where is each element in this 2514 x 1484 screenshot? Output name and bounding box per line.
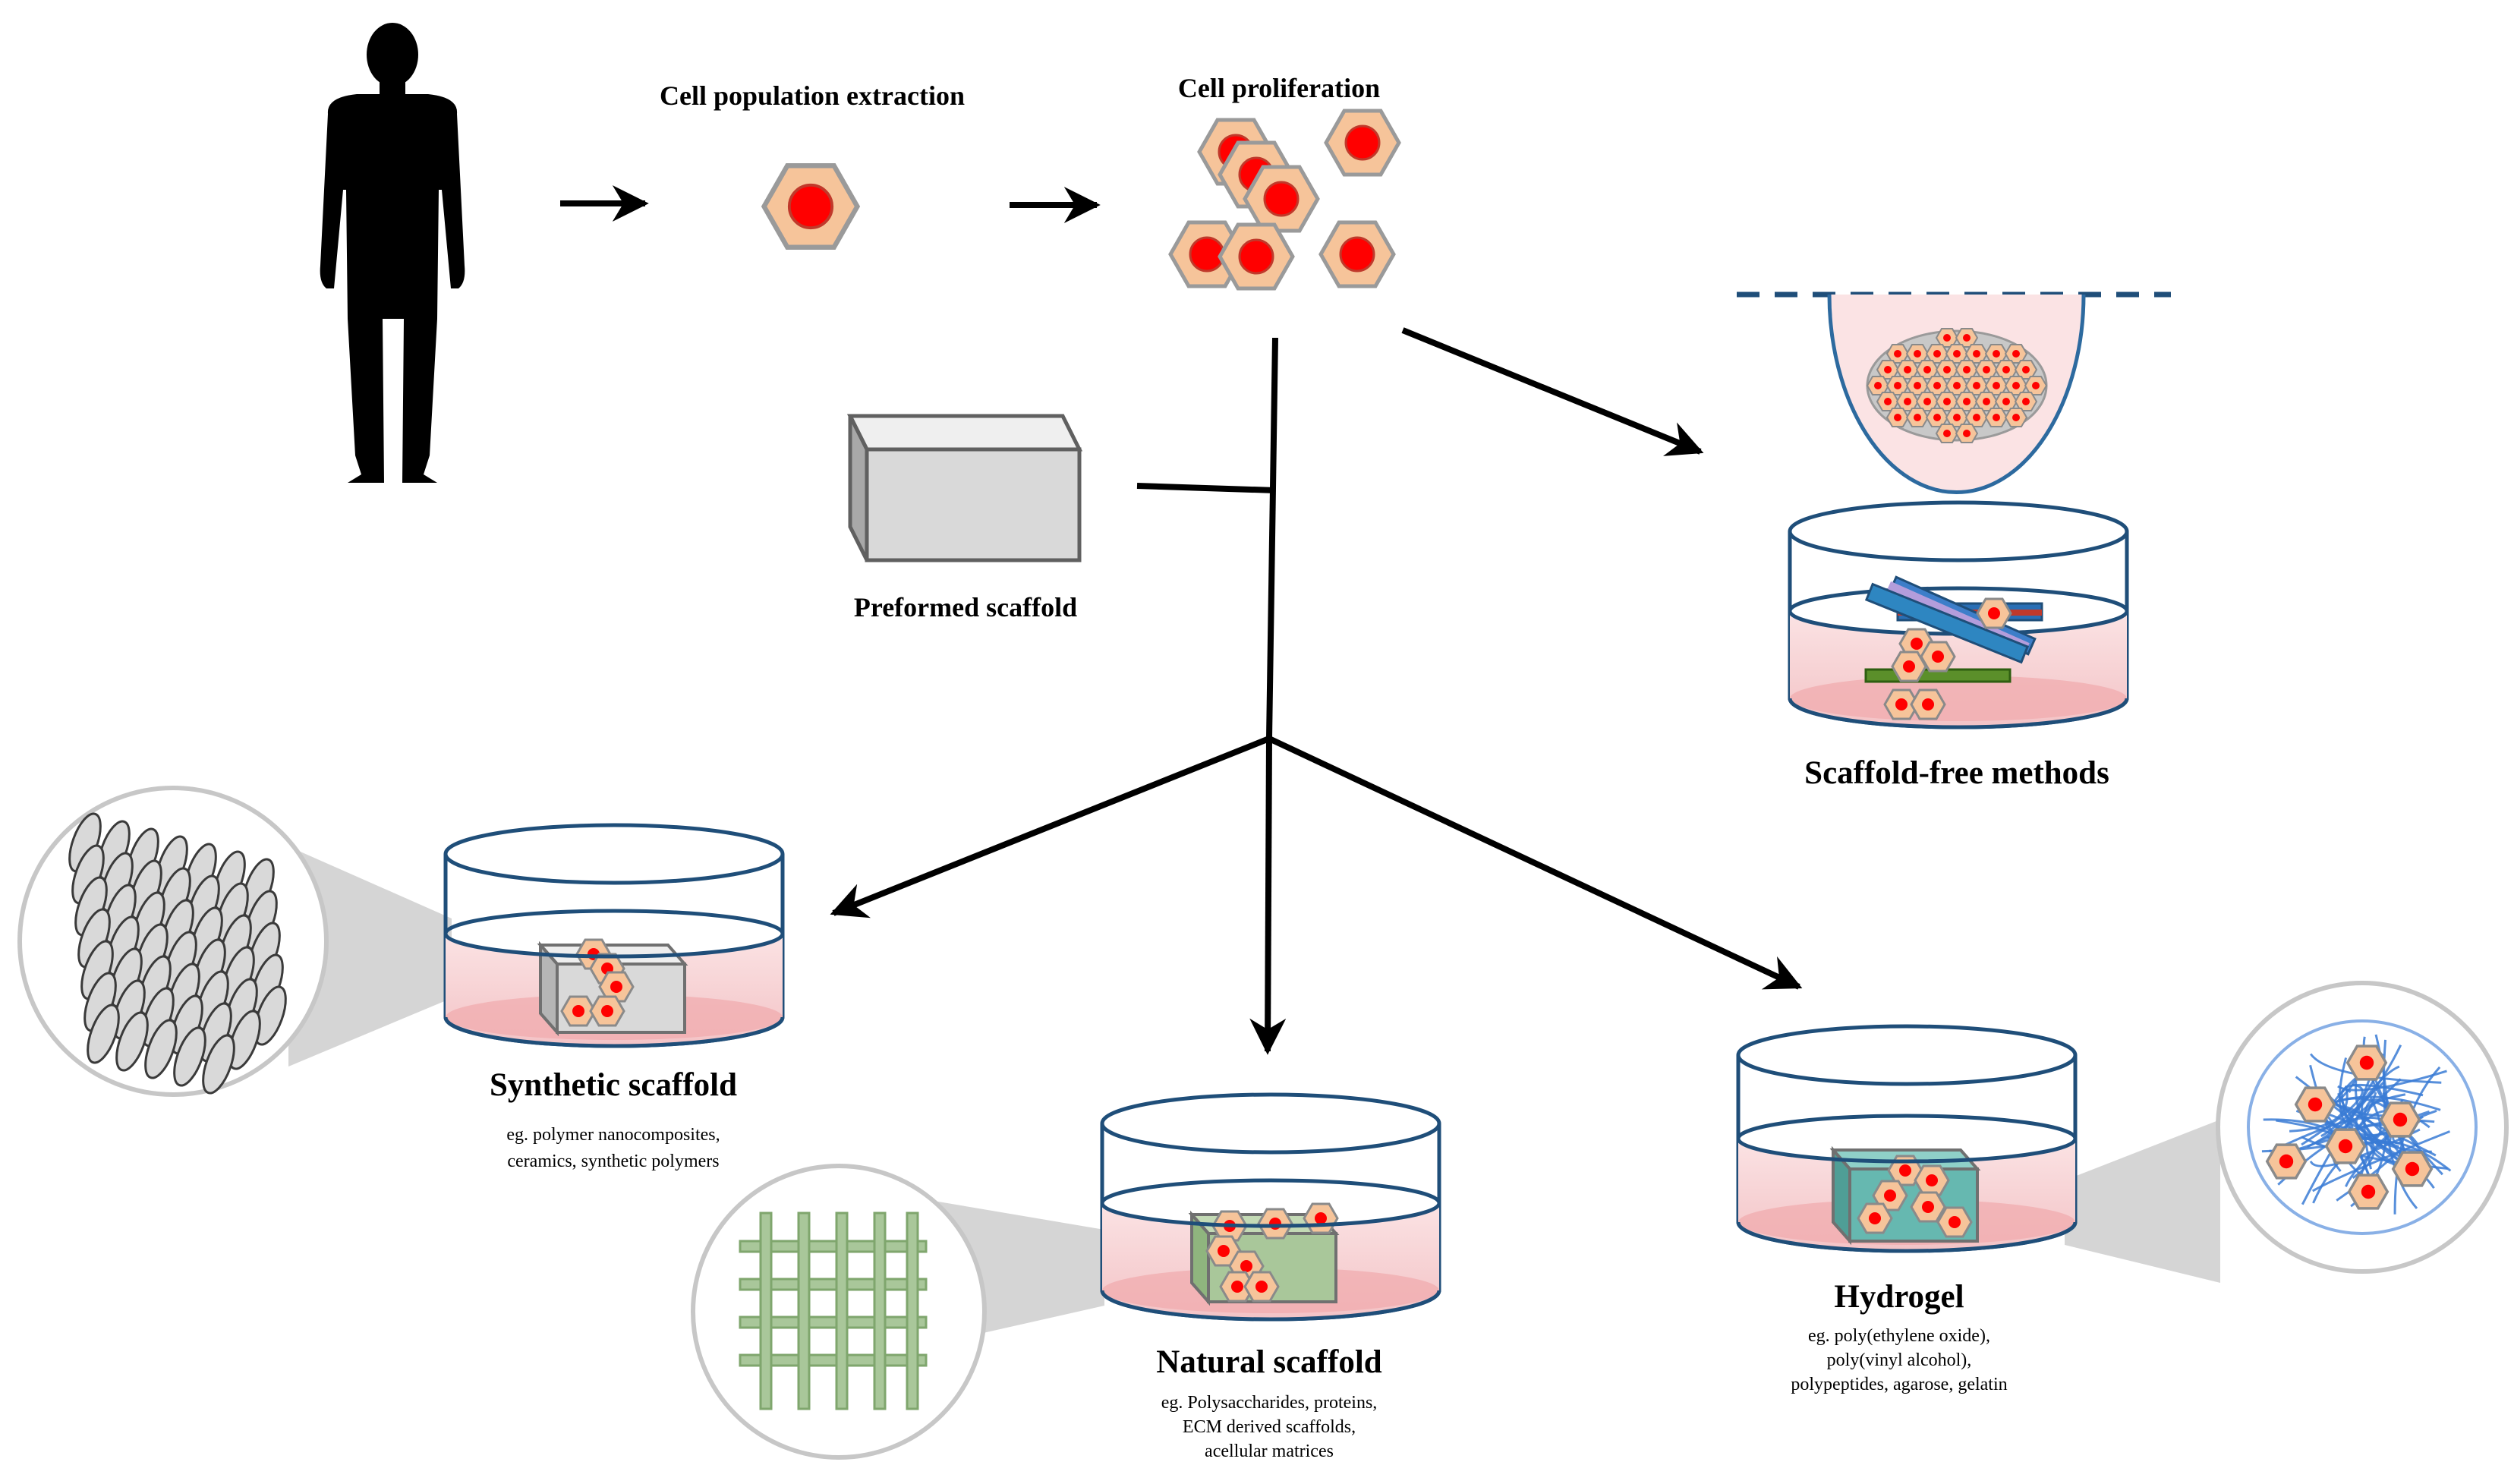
preformed-scaffold-block	[846, 414, 1083, 562]
connector-preformed	[1136, 483, 1276, 493]
label-proliferation: Cell proliferation	[1178, 73, 1380, 103]
arrow-to-synthetic	[830, 736, 1271, 918]
cell-sheets-icon	[1864, 575, 2043, 720]
label-natural: Natural scaffold	[1156, 1344, 1381, 1380]
desc-natural-line-2: ECM derived scaffolds,	[1183, 1417, 1356, 1437]
natural-mesh-icon	[739, 1211, 928, 1410]
hydrogel-block-icon	[1829, 1145, 1981, 1246]
synthetic-dish	[443, 823, 785, 1048]
trunk-line	[1266, 337, 1278, 739]
arrow-to-natural	[1249, 738, 1287, 1055]
label-hydrogel: Hydrogel	[1834, 1279, 1964, 1315]
desc-synthetic-line-1: eg. polymer nanocomposites,	[506, 1125, 720, 1145]
natural-block-icon	[1188, 1202, 1340, 1306]
synthetic-zoom-bubble	[17, 786, 452, 1097]
hydrogel-fiber-network-icon	[2247, 1019, 2478, 1235]
synthetic-microstructure-icon	[68, 812, 287, 1095]
label-extraction: Cell population extraction	[660, 80, 965, 111]
desc-hydrogel-line-2: poly(vinyl alcohol),	[1827, 1350, 1972, 1370]
desc-natural-line-3: acellular matrices	[1205, 1441, 1334, 1461]
arrow-to-scaffold-free	[1401, 327, 1704, 456]
arrow-to-hydrogel	[1268, 736, 1803, 990]
natural-zoom-bubble	[691, 1164, 1104, 1460]
desc-hydrogel-line-3: polypeptides, agarose, gelatin	[1791, 1375, 2007, 1394]
label-preformed: Preformed scaffold	[854, 592, 1077, 622]
human-silhouette-icon	[320, 23, 465, 483]
label-synthetic: Synthetic scaffold	[490, 1067, 737, 1103]
single-cell-icon	[764, 165, 858, 247]
natural-dish	[1100, 1092, 1441, 1322]
synthetic-block-icon	[537, 938, 688, 1037]
desc-natural-line-1: eg. Polysaccharides, proteins,	[1161, 1393, 1378, 1413]
desc-synthetic-line-2: ceramics, synthetic polymers	[507, 1152, 719, 1171]
label-scaffold-free: Scaffold-free methods	[1804, 755, 2109, 791]
hanging-drop-spheroid	[1737, 291, 2171, 494]
proliferated-cells-icon	[1170, 111, 1399, 288]
hydrogel-dish	[1736, 1024, 2078, 1253]
scaffold-free-dish	[1788, 500, 2129, 729]
hydrogel-zoom-bubble	[2065, 981, 2509, 1283]
desc-hydrogel-line-1: eg. poly(ethylene oxide),	[1808, 1326, 1990, 1346]
spheroid-cells-icon	[1866, 328, 2048, 443]
